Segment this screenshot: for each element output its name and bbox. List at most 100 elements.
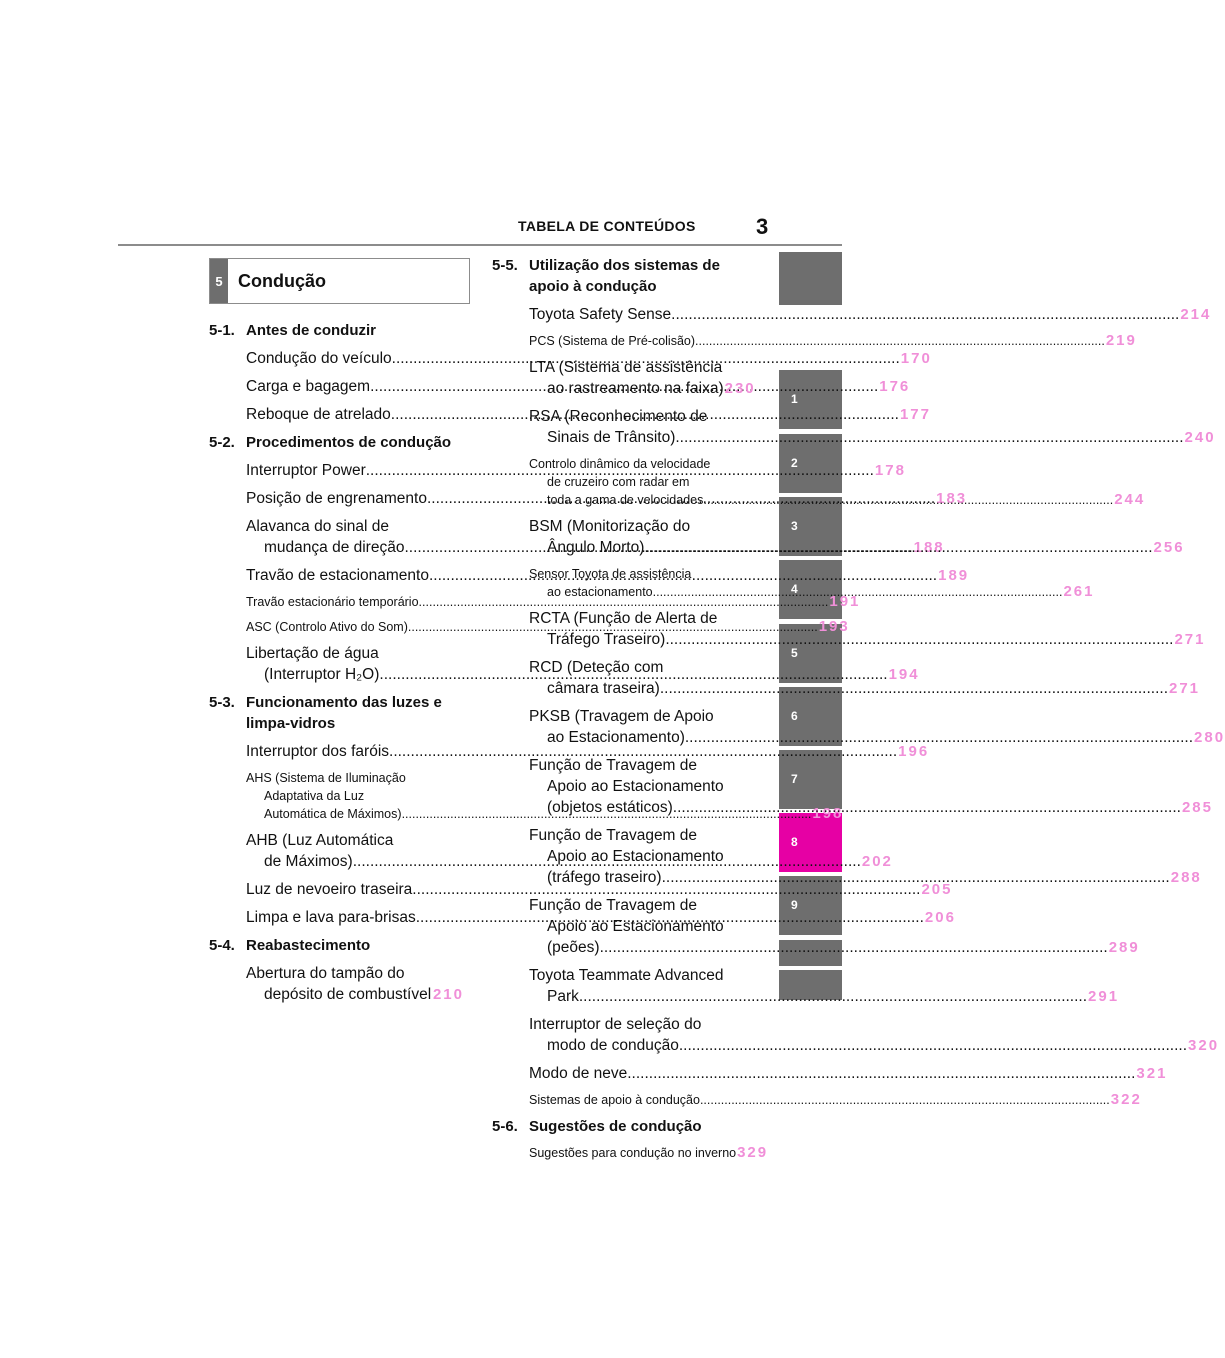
chapter-tab-blank[interactable] bbox=[779, 252, 842, 305]
toc-leader-dots bbox=[703, 491, 1113, 509]
toc-entry-text: Interruptor dos faróis bbox=[246, 743, 390, 760]
toc-entry[interactable]: ASC (Controlo Ativo do Som) 193 bbox=[246, 618, 848, 636]
toc-page-number[interactable]: 329 bbox=[737, 1144, 769, 1161]
toc-entry[interactable]: Luz de nevoeiro traseira 205 bbox=[246, 879, 950, 900]
toc-entry-text: Automática de Máximos) bbox=[264, 807, 402, 821]
toc-group-number: 5-3. bbox=[209, 694, 235, 711]
toc-entry[interactable]: Travão estacionário temporário 191 bbox=[246, 593, 858, 611]
toc-page-number[interactable]: 219 bbox=[1105, 332, 1137, 349]
toc-group-heading: 5-6. Sugestões de condução bbox=[492, 1116, 748, 1137]
toc-page-number[interactable]: 189 bbox=[938, 567, 970, 584]
toc-group-heading: 5-4.Reabastecimento bbox=[209, 935, 464, 956]
toc-page-number[interactable]: 320 bbox=[1188, 1037, 1220, 1054]
toc-entry[interactable]: Posição de engrenamento 183 bbox=[246, 488, 965, 509]
toc-entry-text: Apoio ao Estacionamento bbox=[547, 778, 724, 795]
toc-page-number[interactable]: 280 bbox=[1194, 729, 1225, 746]
toc-group-title: Funcionamento das luzes e bbox=[246, 694, 442, 711]
toc-entry[interactable]: Reboque de atrelado 177 bbox=[246, 404, 929, 425]
toc-group-title: limpa-vidros bbox=[246, 715, 336, 732]
section-header: 5 Condução bbox=[209, 258, 470, 304]
toc-page-number[interactable]: 240 bbox=[1184, 429, 1216, 446]
toc-page-number[interactable]: 244 bbox=[1114, 491, 1146, 508]
toc-page-number[interactable]: 210 bbox=[432, 986, 464, 1003]
section-title: Condução bbox=[238, 271, 326, 291]
toc-entry[interactable]: Toyota Safety Sense214 bbox=[529, 304, 1209, 325]
toc-entry-text: Toyota Teammate Advanced bbox=[529, 967, 724, 984]
chapter-tab-label: 7 bbox=[791, 772, 798, 786]
toc-page-number[interactable]: 289 bbox=[1108, 939, 1140, 956]
toc-entry-text: Sugestões para condução no inverno bbox=[529, 1146, 737, 1160]
toc-entry-text: Limpa e lava para-brisas bbox=[246, 909, 416, 926]
toc-group-number: 5-2. bbox=[209, 434, 235, 451]
toc-page-number[interactable]: 256 bbox=[1153, 539, 1185, 556]
toc-group-heading: 5-1.Antes de conduzir bbox=[209, 320, 464, 341]
toc-page-number[interactable]: 230 bbox=[724, 380, 756, 397]
toc-page-number[interactable]: 170 bbox=[900, 350, 932, 367]
toc-page-number[interactable]: 271 bbox=[1169, 680, 1201, 697]
toc-page-number[interactable]: 202 bbox=[861, 853, 893, 870]
toc-entry[interactable]: Libertação de água(Interruptor H₂O) 194 bbox=[246, 643, 918, 685]
toc-entry-text: Sinais de Trânsito) bbox=[547, 429, 676, 446]
toc-entry[interactable]: Interruptor Power 178 bbox=[246, 460, 904, 481]
toc-page-number[interactable]: 206 bbox=[924, 909, 956, 926]
toc-entry[interactable]: Travão de estacionamento 189 bbox=[246, 565, 967, 586]
toc-entry-text: Modo de neve bbox=[529, 1065, 628, 1082]
toc-entry[interactable]: Carga e bagagem 176 bbox=[246, 376, 908, 397]
toc-leader-dots bbox=[600, 937, 1108, 958]
toc-entry[interactable]: Modo de neve 321 bbox=[529, 1063, 1165, 1084]
toc-entry[interactable]: Sistemas de apoio à condução 322 bbox=[529, 1091, 1140, 1109]
toc-group-title: Sugestões de condução bbox=[529, 1118, 702, 1135]
toc-page-number[interactable]: 285 bbox=[1181, 799, 1213, 816]
toc-page-number[interactable]: 322 bbox=[1110, 1091, 1142, 1108]
toc-entry-text: Abertura do tampão do bbox=[246, 965, 405, 982]
toc-group-title: Utilização dos sistemas de bbox=[529, 257, 720, 274]
chapter-tab-label: 1 bbox=[791, 392, 798, 406]
toc-group-number: 5-6. bbox=[492, 1118, 518, 1135]
header-divider bbox=[118, 244, 842, 246]
toc-page-number[interactable]: 288 bbox=[1170, 869, 1202, 886]
toc-page-number[interactable]: 321 bbox=[1136, 1065, 1168, 1082]
toc-group-title: apoio à condução bbox=[529, 278, 657, 295]
chapter-tab-label: 3 bbox=[791, 519, 798, 533]
toc-entry-text: modo de condução bbox=[547, 1037, 679, 1054]
toc-entry-text: PCS (Sistema de Pré-colisão) bbox=[529, 334, 696, 348]
toc-page-number[interactable]: 261 bbox=[1063, 583, 1095, 600]
toc-entry[interactable]: Interruptor dos faróis196 bbox=[246, 741, 927, 762]
toc-entry[interactable]: Limpa e lava para-brisas 206 bbox=[246, 907, 954, 928]
toc-page-number[interactable]: 176 bbox=[879, 378, 911, 395]
toc-entry[interactable]: PCS (Sistema de Pré-colisão) 219 bbox=[529, 332, 1135, 350]
toc-leader-dots bbox=[685, 727, 1193, 748]
toc-entry-text: ao Estacionamento) bbox=[547, 729, 685, 746]
toc-group-title: Reabastecimento bbox=[246, 937, 371, 954]
toc-entry-text: (Interruptor H₂O) bbox=[264, 666, 380, 683]
toc-page-number[interactable]: 291 bbox=[1088, 988, 1120, 1005]
toc-entry-text: AHS (Sistema de Iluminação bbox=[246, 771, 406, 785]
toc-page-number[interactable]: 177 bbox=[899, 406, 931, 423]
toc-entry-text: Apoio ao Estacionamento bbox=[547, 848, 724, 865]
toc-leader-dots bbox=[673, 797, 1181, 818]
toc-page-number[interactable]: 271 bbox=[1174, 631, 1206, 648]
toc-entry-text: Condução do veículo bbox=[246, 350, 392, 367]
toc-entry[interactable]: Condução do veículo 170 bbox=[246, 348, 930, 369]
toc-page-number[interactable]: 214 bbox=[1180, 306, 1212, 323]
toc-page-number[interactable]: 178 bbox=[874, 462, 906, 479]
toc-group-heading: 5-2.Procedimentos de condução bbox=[209, 432, 464, 453]
